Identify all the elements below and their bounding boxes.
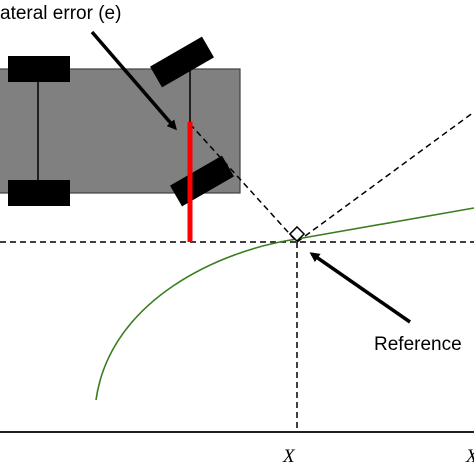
x-axis-mark: X	[282, 446, 296, 467]
reference-label: Reference	[374, 334, 462, 355]
front-upper-wheel	[150, 36, 214, 88]
front-lower-wheel	[170, 155, 234, 207]
lateral-error-label: ateral error (e)	[0, 3, 121, 24]
lateral-error-arrow	[90, 30, 177, 131]
reference-path-curve	[95, 207, 474, 401]
rear-left-wheel	[8, 56, 70, 82]
right-angle-marker	[288, 225, 306, 243]
dashed-normal-line	[296, 111, 474, 243]
dashed-heading-line	[189, 123, 298, 243]
x-axis-end-mark: X	[465, 446, 474, 467]
reference-arrow	[309, 252, 411, 324]
rear-right-wheel	[8, 180, 70, 206]
